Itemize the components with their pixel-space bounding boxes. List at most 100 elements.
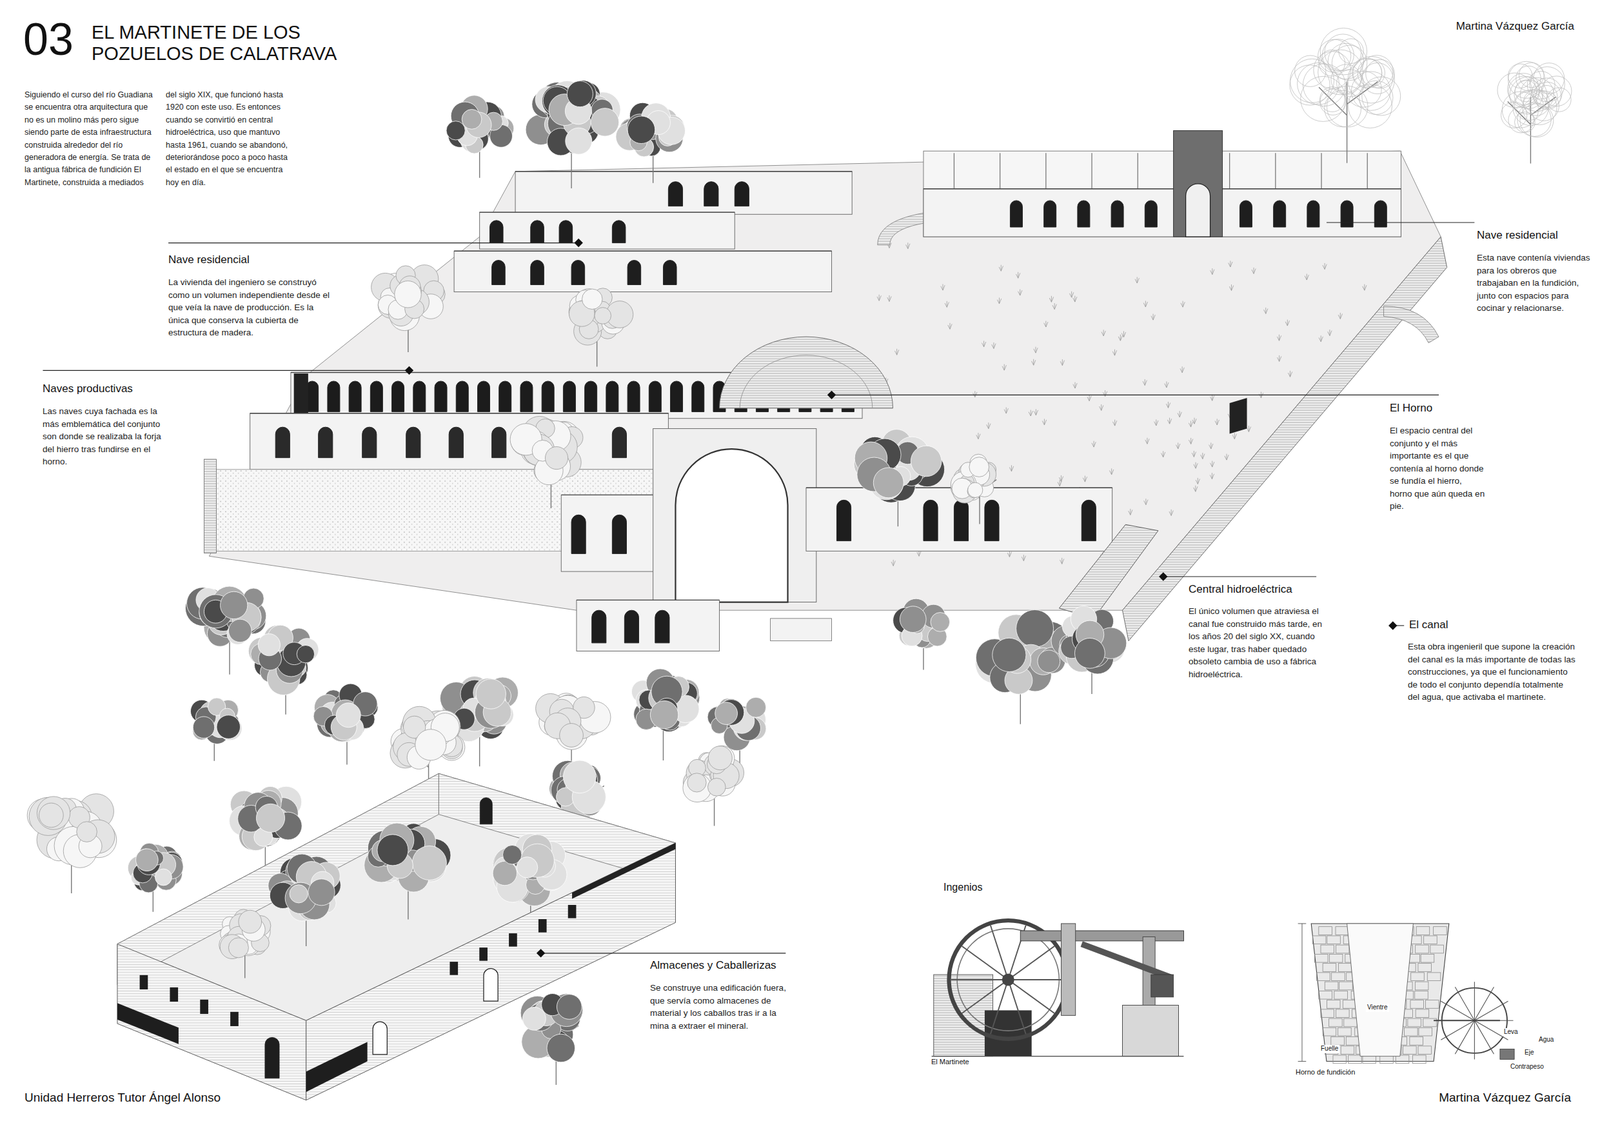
arched-opening — [1239, 200, 1252, 228]
tree-foliage — [76, 821, 98, 843]
tree-foliage — [566, 81, 593, 108]
tree-foliage — [559, 723, 584, 748]
callout-body: Las naves cuya fachada es la más emblemá… — [42, 404, 175, 469]
grass-tuft — [1060, 557, 1065, 564]
arched-opening — [668, 181, 683, 207]
wheel-paddle — [1474, 1020, 1494, 1054]
tree — [568, 288, 634, 367]
dimension-line — [1298, 923, 1307, 1062]
grass-tuft — [1069, 291, 1074, 298]
ruin-wall — [515, 171, 852, 215]
wheel-spoke — [1007, 979, 1026, 1034]
stone-course — [1414, 990, 1429, 999]
tree — [371, 265, 446, 353]
arched-opening — [648, 381, 662, 412]
grass-tuft — [1073, 296, 1077, 302]
stone-course — [1318, 926, 1333, 936]
stone-course — [1316, 972, 1331, 981]
tree-foliage — [394, 281, 422, 308]
partition-wall — [1274, 152, 1276, 189]
stone-course — [1334, 990, 1348, 999]
housing-block — [923, 150, 1402, 237]
ruin-wall — [923, 188, 1402, 237]
wheel-hub — [1002, 973, 1015, 986]
door-arch — [265, 1037, 280, 1078]
grass-tuft — [940, 284, 945, 291]
tree-foliage — [967, 482, 983, 498]
furnace-dome — [719, 336, 894, 409]
stone-course — [1329, 953, 1343, 963]
arched-opening — [670, 381, 683, 412]
hammer-helve — [1081, 944, 1172, 978]
great-arch — [675, 448, 788, 602]
stone-course — [1418, 1046, 1432, 1055]
ruin-wall — [576, 599, 720, 651]
stable-wall — [117, 773, 439, 985]
tree-foliage — [582, 288, 603, 309]
tree-foliage — [1507, 63, 1533, 89]
tree-foliage — [335, 702, 361, 728]
stone-course — [1412, 1055, 1427, 1064]
arched-opening — [406, 426, 421, 458]
arched-opening — [612, 220, 626, 244]
furnace-tower — [1311, 923, 1450, 1062]
arched-opening — [627, 259, 642, 285]
callout-heading: El canal — [1409, 617, 1448, 632]
tree-foliage — [377, 834, 409, 866]
callout-heading: Naves productivas — [42, 381, 133, 396]
wall-fragment — [1229, 397, 1248, 434]
grass-tuft — [1209, 472, 1214, 479]
tree-foliage — [296, 644, 315, 663]
grass-tuft — [1338, 312, 1343, 319]
arched-opening — [455, 381, 469, 412]
wall-crown — [576, 599, 720, 601]
tree — [853, 429, 945, 527]
grass-tuft — [1232, 432, 1237, 439]
grass-tuft — [877, 294, 881, 301]
grass-tuft — [948, 323, 952, 329]
stone-course — [1410, 1000, 1424, 1009]
tree — [127, 842, 184, 912]
arched-opening — [327, 381, 340, 412]
grass-tuft — [1145, 437, 1150, 444]
tree-foliage — [1320, 28, 1367, 75]
grass-tuft — [1287, 370, 1292, 377]
ruin-wall — [454, 250, 832, 292]
wheel-spoke — [1007, 979, 1055, 1014]
arched-opening — [530, 220, 545, 244]
tree-foliage — [746, 697, 767, 718]
grass-tuft — [1135, 277, 1139, 284]
callout-heading: Almacenes y Caballerizas — [650, 958, 777, 972]
stone-course — [1314, 953, 1328, 963]
grass-tuft — [1264, 307, 1268, 314]
arched-opening — [691, 381, 705, 412]
wheel-spoke — [990, 979, 1008, 1034]
callout-body: Esta nave contenía viviendas para los ob… — [1476, 251, 1593, 315]
arched-opening — [562, 381, 576, 412]
stone-course — [1418, 963, 1432, 972]
water-pit — [984, 1009, 1032, 1056]
arched-opening — [662, 259, 677, 285]
partition-wall — [953, 152, 955, 189]
tree-foliage — [475, 679, 506, 709]
tree-foliage — [39, 802, 64, 828]
stone-course — [1320, 1009, 1335, 1018]
stone-course — [1433, 926, 1448, 936]
grass-tuft — [1210, 461, 1215, 467]
arched-opening — [1111, 200, 1124, 228]
arched-opening — [1340, 200, 1354, 228]
tree — [248, 624, 319, 715]
stone-course — [1331, 1037, 1345, 1046]
tree-foliage — [238, 909, 262, 934]
tree — [219, 909, 271, 979]
arched-opening — [1044, 200, 1057, 228]
partition-wall — [1229, 152, 1230, 189]
grass-tuft — [981, 340, 986, 347]
tree — [631, 668, 700, 761]
tree-foliage — [650, 701, 678, 729]
grass-tuft — [1285, 319, 1290, 326]
tree-foliage — [415, 729, 447, 761]
arched-opening — [627, 381, 640, 412]
grass-tuft — [1118, 334, 1123, 341]
callout-body: La vivienda del ingeniero se construyó c… — [168, 276, 330, 340]
